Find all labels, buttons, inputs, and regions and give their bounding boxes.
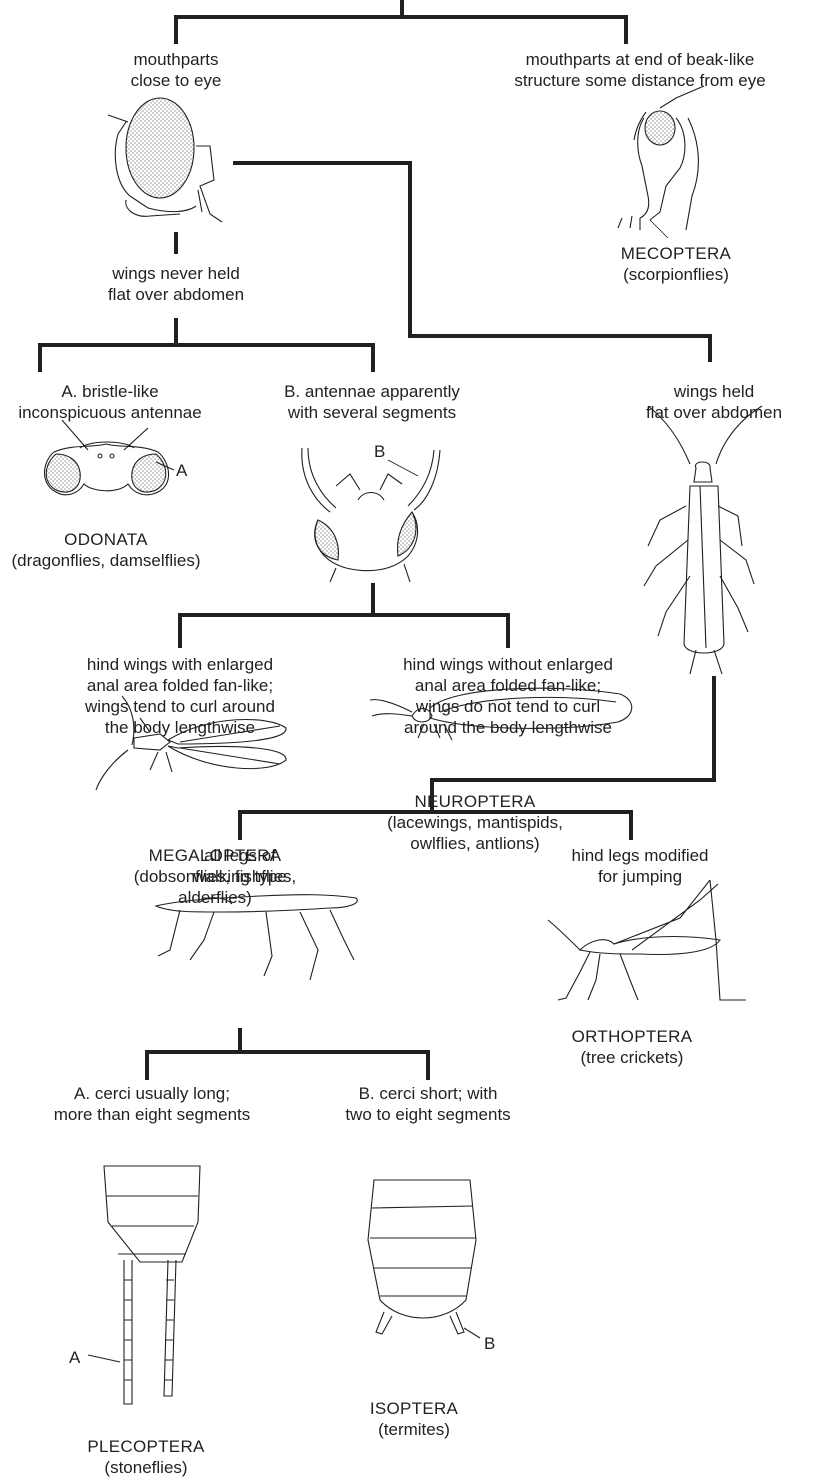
hind-wings-branch [178, 613, 510, 648]
node-hind-legs-jumping: hind legs modified for jumping [571, 846, 709, 886]
order-neuroptera: NEUROPTERA (lacewings, mantispids, owlfl… [387, 792, 563, 853]
node-antennae-several-segments: B. antennae apparently with several segm… [284, 382, 460, 422]
callout-odonata-a: A [176, 461, 188, 480]
node-cerci-long: A. cerci usually long; more than eight s… [53, 1084, 251, 1124]
cerci-branch [145, 1050, 430, 1080]
callout-plecoptera-a: A [69, 1348, 81, 1367]
node-hind-wings-not-enlarged: hind wings without enlarged anal area fo… [403, 655, 613, 737]
node-mouthparts-beak-like: mouthparts at end of beak-like structure… [514, 50, 766, 90]
order-megaloptera: MEGALOPTERA (dobsonflies, fishflies, ald… [133, 846, 297, 907]
legs-branch [238, 810, 633, 840]
node-mouthparts-close-to-eye: mouthparts close to eye [130, 50, 222, 90]
order-odonata: ODONATA (dragonflies, damselflies) [11, 530, 201, 570]
node-wings-never-held-flat: wings never held flat over abdomen [107, 264, 245, 304]
node-bristle-like-antennae: A. bristle-like inconspicuous antennae [18, 382, 202, 422]
order-isoptera: ISOPTERA (termites) [369, 1399, 459, 1439]
node-cerci-short: B. cerci short; with two to eight segmen… [345, 1084, 511, 1124]
callout-isoptera-b: B [484, 1334, 496, 1353]
antennae-branch [38, 343, 375, 372]
close-eye-to-wings-flat-connector [233, 161, 712, 362]
order-plecoptera: PLECOPTERA (stoneflies) [87, 1437, 205, 1477]
callout-antennae-b: B [374, 442, 386, 461]
node-hind-wings-enlarged: hind wings with enlarged anal area folde… [85, 655, 275, 737]
order-orthoptera: ORTHOPTERA (tree crickets) [571, 1027, 693, 1067]
node-all-legs-walking: all legs of walking type [193, 846, 287, 886]
wings-flat-stem [430, 676, 716, 812]
node-wings-held-flat: wings held flat over abdomen [645, 382, 783, 422]
order-mecoptera: MECOPTERA (scorpionflies) [620, 244, 732, 284]
root-branch [174, 15, 628, 44]
